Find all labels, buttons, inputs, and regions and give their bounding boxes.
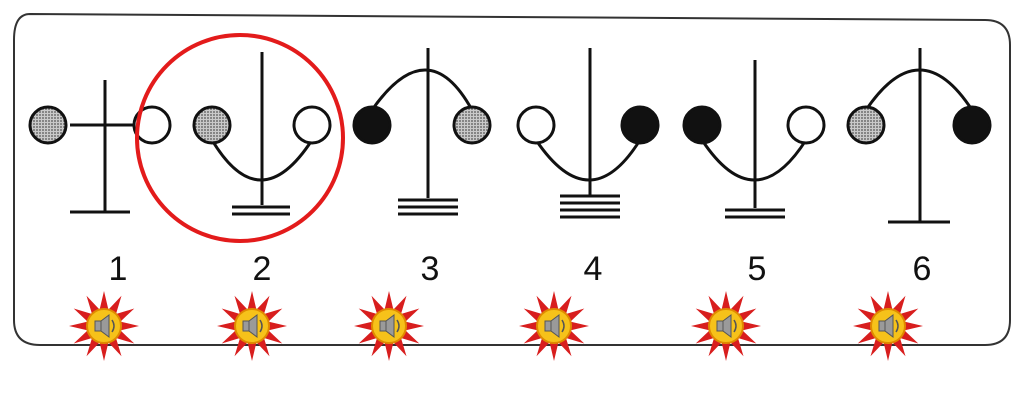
ball-gray (452, 105, 492, 145)
figure-2-label: 2 (252, 250, 272, 288)
speaker-icon (716, 314, 737, 338)
sound-button-5[interactable] (690, 290, 762, 362)
figure-6-electroscope (846, 48, 992, 224)
speaker-icon (94, 314, 115, 338)
speaker-icon (878, 314, 899, 338)
ball-white (132, 105, 172, 145)
sun-icon (69, 291, 139, 361)
sound-button-4[interactable] (518, 290, 590, 362)
figure-5-label: 5 (747, 250, 767, 288)
figure-3-electroscope (352, 48, 492, 216)
ball-black (352, 105, 392, 145)
figure-2-electroscope (192, 52, 332, 216)
sun-icon (691, 291, 761, 361)
frame-border (13, 12, 1011, 346)
sound-button-3[interactable] (353, 290, 425, 362)
ball-white (292, 105, 332, 145)
sun-icon (853, 291, 923, 361)
ball-white (516, 105, 556, 145)
figure-4-label: 4 (583, 250, 603, 288)
figure-5-electroscope (682, 60, 826, 219)
figure-1-electroscope (28, 80, 172, 214)
ball-black (682, 105, 722, 145)
ball-black (952, 105, 992, 145)
figure-3-label: 3 (420, 250, 440, 288)
ball-black (620, 105, 660, 145)
sun-icon (217, 291, 287, 361)
speaker-icon (544, 314, 565, 338)
sun-icon (354, 291, 424, 361)
speaker-icon (379, 314, 400, 338)
ball-white (786, 105, 826, 145)
ball-gray (846, 105, 886, 145)
ball-gray (28, 105, 68, 145)
sound-button-2[interactable] (216, 290, 288, 362)
ball-gray (192, 105, 232, 145)
sound-button-6[interactable] (852, 290, 924, 362)
figure-1-label: 1 (108, 250, 128, 288)
sound-button-1[interactable] (68, 290, 140, 362)
speaker-icon (242, 314, 263, 338)
figure-4-electroscope (516, 48, 660, 219)
highlight-circle (135, 33, 345, 243)
sun-icon (519, 291, 589, 361)
figure-6-label: 6 (912, 250, 932, 288)
